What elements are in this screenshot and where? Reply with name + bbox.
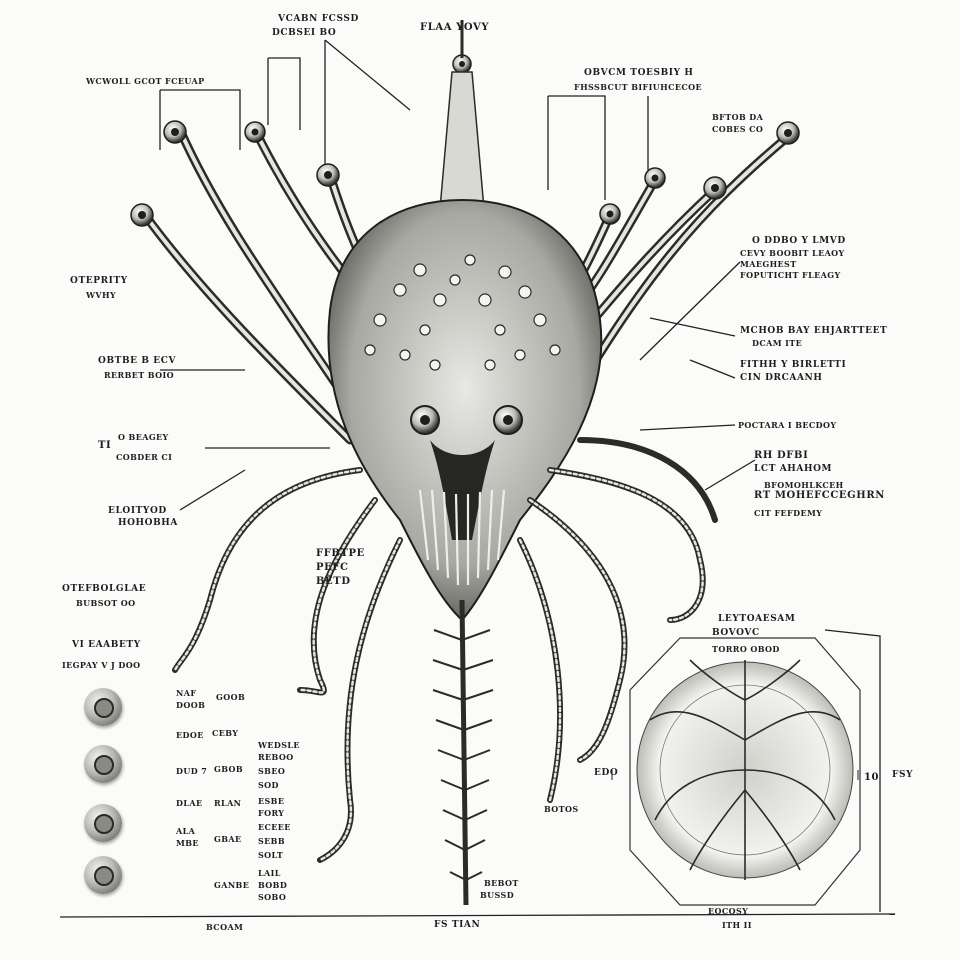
table-cell: SBEO xyxy=(258,766,285,777)
label-center-small-2: PEFC xyxy=(316,562,349,573)
label-detail-sub: TORRO OBOD xyxy=(712,644,780,655)
table-cell: Gbae xyxy=(214,834,242,845)
label-detail-bottom-1: EOCOSY xyxy=(708,906,748,917)
label-left-c-1: O BEAGEY xyxy=(118,432,169,443)
table-cell: LAIL xyxy=(258,868,281,879)
label-left-f-1: VI EAABETY xyxy=(72,640,141,651)
table-cell: SOD xyxy=(258,780,279,791)
table-cell: SEBB xyxy=(258,836,285,847)
label-right-top-2: COBES CO xyxy=(712,124,763,135)
creature-head xyxy=(328,200,601,620)
table-cell: ALA xyxy=(176,826,195,837)
table-cell: Goob xyxy=(216,692,245,703)
label-detail-title-1: LEYTOAESAM xyxy=(718,614,795,625)
label-bottom-left: BCOAM xyxy=(206,922,243,933)
label-detail-right-txt: FSY xyxy=(892,770,913,781)
label-tail-3: BOTOS xyxy=(544,804,579,815)
label-top-title: FLAA YOVY xyxy=(420,22,489,33)
table-cell: Mbe xyxy=(176,838,199,849)
label-right-e-5: CIT FEFDEMY xyxy=(754,508,822,519)
table-cell: DUD 7 xyxy=(176,766,207,777)
table-cell: SOLT xyxy=(258,850,283,861)
label-top-center-2: DCBSEI BO xyxy=(272,28,336,39)
label-left-d-1: ELOITYOD xyxy=(108,506,167,517)
table-cell: RLAN xyxy=(214,798,241,809)
label-top-right-2: FHSSBCUT BIFIUHCECOE xyxy=(574,82,702,93)
label-left-a-1: OTEPRITY xyxy=(70,276,128,287)
label-right-a-3: MAEGHEST xyxy=(740,259,797,270)
label-left-e-2: BUBSOT OO xyxy=(76,598,136,609)
label-right-b-1: MCHOB BAY EHJARTTEET xyxy=(740,326,887,337)
spine-tail xyxy=(462,600,466,905)
table-cell: DOOB xyxy=(176,700,205,711)
label-right-e-4: RT MOHEFCCEGHRN xyxy=(754,490,885,501)
label-detail-bottom-2: ITH II xyxy=(722,920,752,931)
table-cell: REBOO xyxy=(258,752,294,763)
label-top-center-1: VCABN FCSSD xyxy=(278,14,359,25)
table-cell: Ceby xyxy=(212,728,238,739)
label-right-b-2: DCAM ITE xyxy=(752,338,802,349)
label-right-e-1: RH DFBI xyxy=(754,450,808,461)
label-bottom-center: FS TIAN xyxy=(434,920,480,931)
specimen-sphere-3 xyxy=(84,804,122,842)
label-right-c-1: FITHH Y BIRLETTI xyxy=(740,360,846,371)
specimen-sphere-1 xyxy=(84,688,122,726)
label-left-c-2: TI xyxy=(98,440,111,451)
label-left-d-2: HOHOBHA xyxy=(118,518,178,529)
label-top-left: WCWOLL GCOT FCEUAP xyxy=(86,76,205,87)
label-right-e-2: LCT AHAHOM xyxy=(754,464,832,475)
table-cell: FORY xyxy=(258,808,284,819)
table-cell: SOBO xyxy=(258,892,286,903)
label-right-c-2: CIN DRCAANH xyxy=(740,373,822,384)
table-cell: BOBD xyxy=(258,880,287,891)
table-cell: Dlae xyxy=(176,798,202,809)
label-right-top-1: BFTOB DA xyxy=(712,112,763,123)
table-cell: Edoe xyxy=(176,730,204,741)
label-right-a-1: O DDBO Y LMVD xyxy=(752,236,846,247)
label-left-a-2: WVHY xyxy=(86,290,116,301)
label-detail-right-num: 10 xyxy=(864,772,879,783)
label-right-d: POCTARA I BECDOY xyxy=(738,420,837,431)
table-cell: Ganbe xyxy=(214,880,249,891)
label-top-right-1: OBVCM TOESBIY H xyxy=(584,68,693,79)
specimen-sphere-4 xyxy=(84,856,122,894)
label-left-f-2: IEGPAY V J DOO xyxy=(62,660,140,671)
label-left-b-2: RERBET BOIO xyxy=(104,370,174,381)
detail-inset xyxy=(612,638,860,905)
label-detail-left: EDO xyxy=(594,768,618,779)
label-right-a-4: FOPUTICHT FLEAGY xyxy=(740,270,841,281)
specimen-sphere-2 xyxy=(84,745,122,783)
label-left-e-1: OTEFBOLGLAE xyxy=(62,584,146,595)
table-cell: ECEEE xyxy=(258,822,291,833)
label-right-a-2: CEVY BOOBIT LEAOY xyxy=(740,248,845,259)
label-tail-1: BEBOT xyxy=(484,878,519,889)
label-tail-2: BUSSD xyxy=(480,890,514,901)
table-cell: Gbob xyxy=(214,764,243,775)
label-left-c-3: COBDER CI xyxy=(116,452,172,463)
label-center-small-1: FFBTPE xyxy=(316,548,365,559)
label-center-small-3: BETD xyxy=(316,576,351,587)
table-cell: WEDSLE xyxy=(258,740,300,751)
label-left-b-1: OBTBE B ECV xyxy=(98,356,176,367)
table-cell: NAF xyxy=(176,688,196,699)
table-cell: ESBE xyxy=(258,796,284,807)
label-detail-title-2: BOVOVC xyxy=(712,628,760,639)
